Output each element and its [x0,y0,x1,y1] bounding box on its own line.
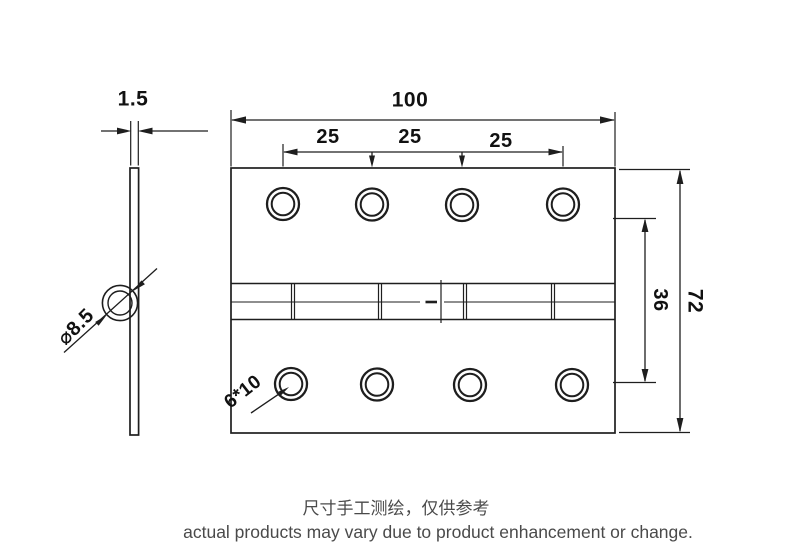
footer-note-english: actual products may vary due to product … [183,522,693,542]
screw-hole [545,187,581,222]
arrowhead [278,387,289,396]
width-dimension-label: 100 [391,88,429,112]
hole-rows-distance-label: 36 [649,288,671,312]
screw-hole [452,367,488,403]
screw-hole [354,187,390,222]
arrowhead [459,155,465,168]
arrowhead [283,148,298,156]
arrowhead [641,369,649,383]
thickness-dimension-label: 1.5 [117,87,149,111]
hole-spacing-label-2: 25 [398,126,422,148]
arrowhead [133,280,145,291]
arrowhead [676,418,684,433]
dimension-linework [230,110,690,434]
side-hole-outer-circle [101,284,139,322]
arrowhead [676,169,684,184]
footer-note-chinese: 尺寸手工测绘，仅供参考 [302,499,490,518]
hole-spacing-label-3: 25 [489,130,513,152]
arrowhead [641,218,649,232]
front-plate-outline [230,167,616,434]
arrowhead [369,155,375,168]
dim-72 [619,168,690,434]
top-screw-holes [265,186,581,223]
front-view-linework [230,167,616,434]
arrowhead [137,127,153,135]
screw-hole [554,367,590,403]
side-hole-inner-circle [107,290,133,316]
height-dimension-label: 72 [683,288,707,314]
screw-hole [444,187,480,223]
arrowhead [117,127,132,135]
dim-25-spacing [282,144,564,168]
hole-spacing-label-1: 25 [316,126,340,148]
arrowhead [95,315,107,326]
screw-hole [265,186,301,222]
leader-6x10 [250,387,289,414]
arrowhead [231,116,246,124]
arrowhead [600,116,615,124]
dim-100 [230,110,616,167]
side-plate-outline [129,167,140,436]
dim-36 [613,217,656,384]
screw-hole [273,366,309,402]
knuckle-band [231,280,615,323]
arrowhead [548,148,563,156]
bottom-screw-holes [273,366,590,403]
side-view-linework [63,121,208,436]
screw-hole [359,367,395,402]
